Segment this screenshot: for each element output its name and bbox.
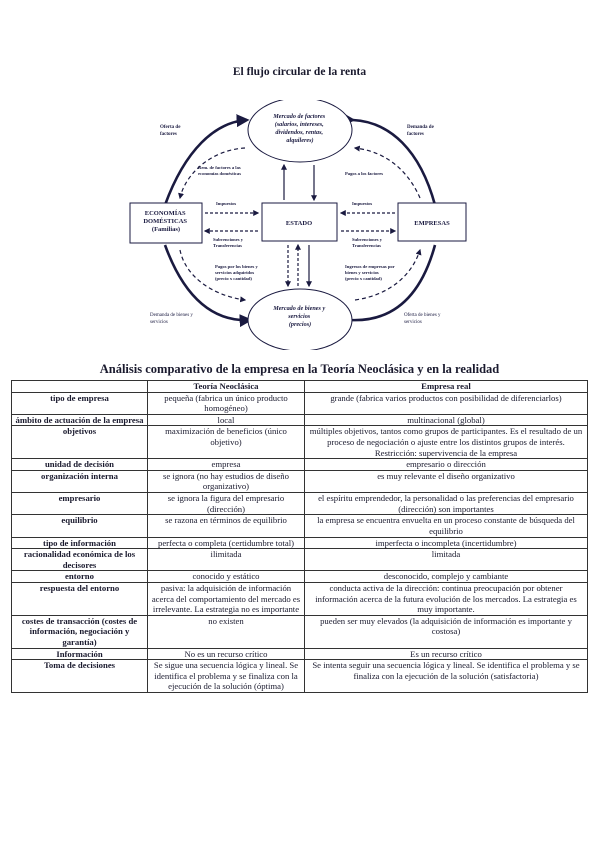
neoclassical-cell: se ignora (no hay estudios de diseño org… xyxy=(147,469,305,494)
neoclassical-cell: se razona en términos de equilibrio xyxy=(147,514,305,538)
state-label: ESTADO xyxy=(286,220,312,227)
row-label: empresario xyxy=(11,492,148,516)
subsidies-left-label: Subvenciones y Transferencias xyxy=(213,237,244,248)
table-row: costes de transacción (costes de informa… xyxy=(11,614,588,649)
factor-market-label: Mercado de factores (salarios, intereses… xyxy=(272,113,326,144)
goods-demand-arc xyxy=(163,244,253,328)
row-label: tipo de información xyxy=(11,536,148,550)
row-label: Información xyxy=(11,647,148,661)
neoclassical-cell: Se sigue una secuencia lógica y lineal. … xyxy=(147,659,305,694)
row-label: objetivos xyxy=(11,425,148,460)
neoclassical-cell: no existen xyxy=(147,614,305,649)
diagram-title: El flujo circular de la renta xyxy=(232,66,367,78)
real-firm-cell: conducta activa de la dirección: continu… xyxy=(304,581,588,616)
row-label: tipo de empresa xyxy=(11,391,148,415)
real-firm-cell: Se intenta seguir una secuencia lógica y… xyxy=(304,659,588,694)
row-label: ámbito de actuación de la empresa xyxy=(11,413,148,427)
row-label: equilibrio xyxy=(11,514,148,538)
table-header-row: Teoría Neoclásica Empresa real xyxy=(11,380,588,393)
firms-label: EMPRESAS xyxy=(414,220,450,227)
neoclassical-cell: maximización de beneficios (único objeti… xyxy=(147,425,305,460)
real-firm-cell: es muy relevante el diseño organizativo xyxy=(304,469,588,494)
neoclassical-cell: conocido y estático xyxy=(147,570,305,583)
real-firm-cell: múltiples objetivos, tantos como grupos … xyxy=(304,425,588,460)
neoclassical-cell: se ignora la figura del empresario (dire… xyxy=(147,492,305,516)
factor-market-ellipse xyxy=(247,100,353,163)
real-firm-cell: pueden ser muy elevados (la adquisición … xyxy=(304,614,588,649)
firms-box xyxy=(397,202,467,242)
real-firm-cell: Es un recurso crítico xyxy=(304,647,588,661)
real-firm-cell: multinacional (global) xyxy=(304,413,588,427)
taxes-left-label: Impuestos xyxy=(216,201,236,206)
factor-income-dashed xyxy=(178,147,246,200)
firm-income-label: Ingresos de empresas por bienes y servic… xyxy=(345,264,396,281)
neoclassical-cell: ilimitada xyxy=(147,548,305,572)
real-firm-cell: imperfecta o incompleta (incertidumbre) xyxy=(304,536,588,550)
row-label: costes de transacción (costes de informa… xyxy=(11,614,148,649)
factor-income-label: Rem. de factores a las economías domésti… xyxy=(198,165,242,176)
neoclassical-cell: pequeña (fabrica un único producto homog… xyxy=(147,391,305,415)
real-firm-cell: empresario o dirección xyxy=(304,458,588,471)
circular-flow-diagram: Mercado de factores (salarios, intereses… xyxy=(129,100,467,350)
factor-demand-arc xyxy=(342,112,437,206)
header-cell: Teoría Neoclásica xyxy=(147,380,305,393)
row-label: respuesta del entorno xyxy=(11,581,148,616)
goods-supply-arc xyxy=(339,244,437,326)
firm-income-dashed xyxy=(354,248,422,301)
factor-payments-label: Pagos a los factores xyxy=(345,171,383,176)
comparison-table: Teoría Neoclásica Empresa real tipo de e… xyxy=(11,380,588,694)
neoclassical-cell: empresa xyxy=(147,458,305,471)
row-label: organización interna xyxy=(11,469,148,494)
goods-market-ellipse xyxy=(247,288,353,350)
factor-payments-dashed xyxy=(353,145,421,199)
goods-supply-label: Oferta de bienes y servicios xyxy=(404,313,442,325)
households-label: ECONOMÍAS DOMÉSTICAS (Familias) xyxy=(143,209,188,233)
real-firm-cell: el espíritu emprendedor, la personalidad… xyxy=(304,492,588,516)
subsidies-right-label: Subvenciones y Transferencias xyxy=(352,237,383,248)
real-firm-cell: limitada xyxy=(304,548,588,572)
row-label: racionalidad económica de los decisores xyxy=(11,548,148,572)
factor-supply-label: Oferta de factores xyxy=(160,125,182,137)
header-cell: Empresa real xyxy=(304,380,588,393)
row-label: unidad de decisión xyxy=(11,458,148,471)
row-label: Toma de decisiones xyxy=(11,659,148,694)
households-box xyxy=(129,202,203,244)
taxes-right-label: Impuestos xyxy=(352,201,372,206)
neoclassical-cell: local xyxy=(147,413,305,427)
real-firm-cell: la empresa se encuentra envuelta en un p… xyxy=(304,514,588,538)
goods-demand-label: Demanda de bienes y servicios xyxy=(150,313,194,325)
goods-market-label: Mercado de bienes y servicios (precios) xyxy=(272,305,327,328)
goods-payments-label: Pagos por los bienes y servicios adquiri… xyxy=(215,264,259,281)
state-box xyxy=(261,202,338,242)
neoclassical-cell: perfecta o completa (certidumbre total) xyxy=(147,536,305,550)
neoclassical-cell: No es un recurso crítico xyxy=(147,647,305,661)
factor-supply-arc xyxy=(163,114,250,206)
row-label: entorno xyxy=(11,570,148,583)
goods-payments-dashed xyxy=(179,249,247,303)
factor-demand-label: Demanda de factores xyxy=(407,125,435,137)
table-title: Análisis comparativo de la empresa en la… xyxy=(99,362,500,376)
header-cell xyxy=(11,380,148,393)
real-firm-cell: desconocido, complejo y cambiante xyxy=(304,570,588,583)
real-firm-cell: grande (fabrica varios productos con pos… xyxy=(304,391,588,415)
neoclassical-cell: pasiva: la adquisición de información ac… xyxy=(147,581,305,616)
